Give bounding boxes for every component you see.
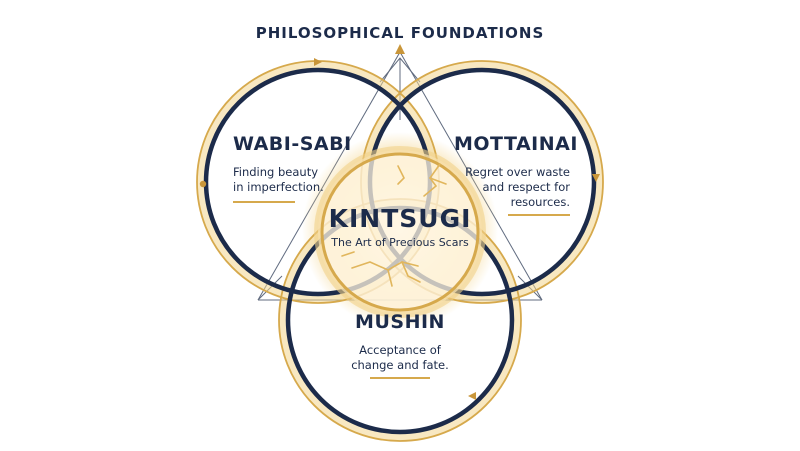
mushin-heading: MUSHIN: [355, 311, 445, 333]
mushin-description: Acceptance of change and fate.: [300, 343, 500, 373]
circle-kintsugi: [320, 152, 480, 312]
wabi-sabi-underline: [233, 201, 295, 203]
diagram-title: PHILOSOPHICAL FOUNDATIONS: [255, 24, 545, 42]
kintsugi-heading: KINTSUGI: [328, 204, 472, 233]
kintsugi-subheading: The Art of Precious Scars: [331, 236, 469, 249]
orbit-markers: [199, 58, 600, 400]
wabi-sabi-line-2: in imperfection.: [233, 180, 324, 194]
mottainai-line-2: and respect for: [482, 180, 570, 194]
kintsugi-halo: [314, 146, 486, 318]
mushin-underline: [370, 377, 430, 379]
mottainai-line-3: resources.: [510, 195, 570, 209]
crack-lines: [341, 163, 447, 287]
wabi-sabi-description: Finding beauty in imperfection.: [233, 165, 324, 195]
mushin-line-2: change and fate.: [351, 358, 449, 372]
arrow-right-icon: [314, 58, 322, 66]
wabi-sabi-line-1: Finding beauty: [233, 165, 319, 179]
mottainai-description: Regret over waste and respect for resour…: [454, 165, 570, 210]
arrow-up-icon: [395, 44, 405, 54]
mushin-line-1: Acceptance of: [359, 343, 441, 357]
wabi-sabi-heading: WABI-SABI: [233, 133, 352, 155]
arrow-left-icon: [468, 392, 476, 400]
arrow-down-icon: [592, 174, 600, 182]
mottainai-heading: MOTTAINAI: [454, 133, 578, 155]
mottainai-line-1: Regret over waste: [465, 165, 570, 179]
mottainai-underline: [508, 214, 570, 216]
dot-marker: [199, 180, 207, 188]
